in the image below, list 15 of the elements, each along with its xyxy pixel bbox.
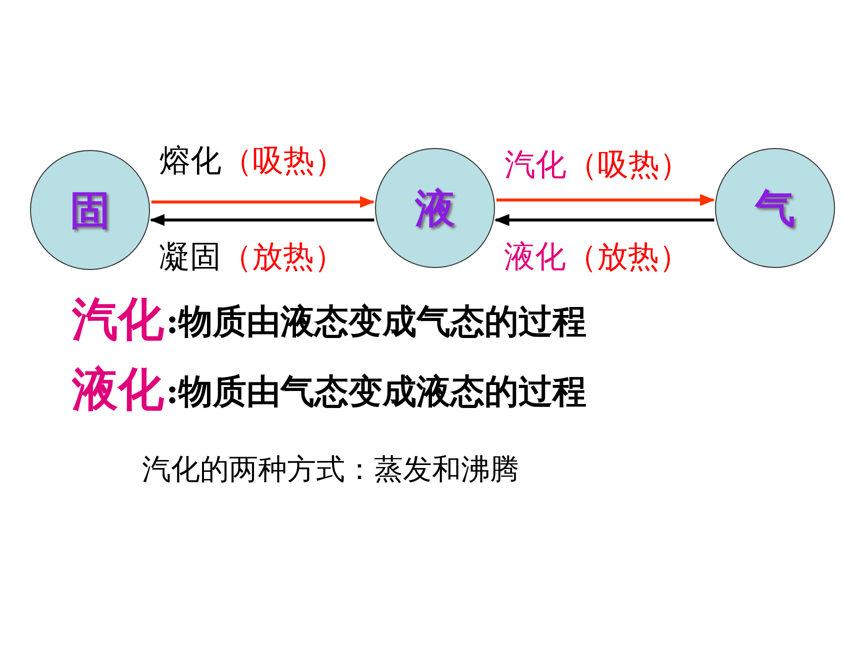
note-text: 汽化的两种方式：蒸发和沸腾: [142, 455, 519, 484]
edge-label: 熔化（吸热）: [159, 146, 346, 177]
arrow: [151, 196, 375, 208]
term-text: 液化: [72, 366, 164, 412]
arrow: [150, 214, 374, 226]
state-circle: 固: [30, 150, 150, 270]
edge-label: 汽化（吸热）: [504, 150, 690, 181]
arrow: [496, 194, 716, 206]
edge-label: 凝固（放热）: [159, 242, 346, 273]
definition-text: :物质由气态变成液态的过程: [166, 375, 587, 409]
edge-label: 液化（放热）: [504, 242, 690, 273]
state-circle: 气: [715, 148, 835, 268]
state-circle: 液: [375, 148, 495, 268]
definition-text: :物质由液态变成气态的过程: [166, 305, 587, 339]
arrow: [494, 214, 714, 226]
